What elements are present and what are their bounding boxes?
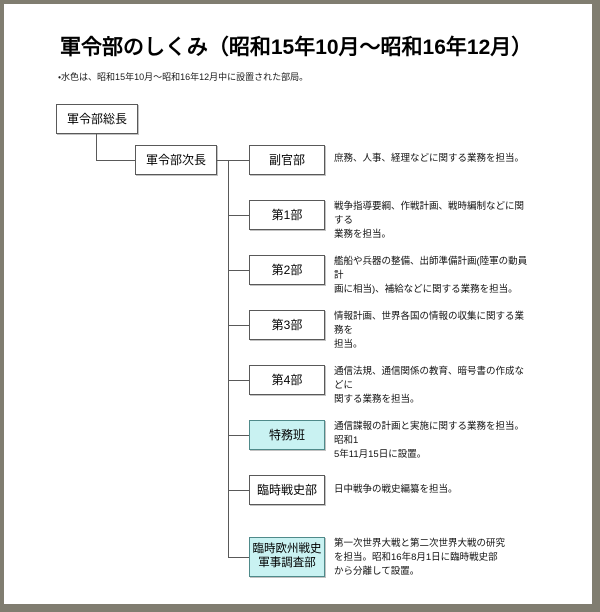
node-root-label: 軍令部総長 xyxy=(66,111,127,126)
node-2-label: 第2部 xyxy=(271,262,303,277)
node-5-label: 特務班 xyxy=(268,427,305,442)
desc-7: 第一次世界大戦と第二次世界大戦の研究 を担当。昭和16年8月1日に臨時戦史部 か… xyxy=(334,538,506,577)
page-title: 軍令部のしくみ（昭和15年10月〜昭和16年12月） xyxy=(60,36,533,59)
node-3[interactable]: 第3部 xyxy=(249,310,325,340)
node-second-label: 軍令部次長 xyxy=(145,152,206,167)
connector-stub-6 xyxy=(228,490,250,491)
node-4[interactable]: 第4部 xyxy=(249,365,325,395)
desc-5: 通信諜報の計画と実施に関する業務を担当。昭和1 5年11月15日に設置。 xyxy=(334,421,525,460)
node-4-label: 第4部 xyxy=(271,372,303,387)
node-1[interactable]: 第1部 xyxy=(249,200,325,230)
diagram-page: 軍令部のしくみ（昭和15年10月〜昭和16年12月） ・水色は、昭和15年10月… xyxy=(4,4,592,604)
node-2[interactable]: 第2部 xyxy=(249,255,325,285)
connector-stub-7 xyxy=(228,557,250,558)
connector-stub-3 xyxy=(228,325,250,326)
node-6[interactable]: 臨時戦史部 xyxy=(249,475,325,505)
node-0[interactable]: 副官部 xyxy=(249,145,325,175)
node-0-label: 副官部 xyxy=(268,152,305,167)
desc-6: 日中戦争の戦史編纂を担当。 xyxy=(334,484,458,495)
connector-stub-2 xyxy=(228,270,250,271)
connector-stub-4 xyxy=(228,380,250,381)
node-3-label: 第3部 xyxy=(271,317,303,332)
legend-note: ・水色は、昭和15年10月～昭和16年12月中に設置された部局。 xyxy=(58,72,309,82)
desc-0: 庶務、人事、経理などに関する業務を担当。 xyxy=(334,153,525,164)
node-second[interactable]: 軍令部次長 xyxy=(135,145,217,175)
node-6-label: 臨時戦史部 xyxy=(256,482,317,497)
node-7-label: 臨時欧州戦史 軍事調査部 xyxy=(252,543,322,569)
connector-second-to-trunk xyxy=(217,160,249,161)
desc-1: 戦争指導要綱、作戦計画、戦時編制などに関する 業務を担当。 xyxy=(334,201,525,240)
connector-root-to-second xyxy=(96,160,136,161)
connector-root-down xyxy=(96,134,97,160)
desc-2: 艦船や兵器の整備、出師準備計画(陸軍の動員計 画に相当)、補給などに関する業務を… xyxy=(334,256,528,295)
connector-trunk xyxy=(228,160,229,557)
desc-3: 情報計画、世界各国の情報の収集に関する業務を 担当。 xyxy=(334,311,525,350)
connector-stub-1 xyxy=(228,215,250,216)
connector-stub-5 xyxy=(228,435,250,436)
desc-4: 通信法規、通信関係の教育、暗号書の作成などに 関する業務を担当。 xyxy=(334,366,525,405)
node-5[interactable]: 特務班 xyxy=(249,420,325,450)
node-7[interactable]: 臨時欧州戦史 軍事調査部 xyxy=(249,537,325,577)
node-root[interactable]: 軍令部総長 xyxy=(56,104,138,134)
node-1-label: 第1部 xyxy=(271,207,303,222)
